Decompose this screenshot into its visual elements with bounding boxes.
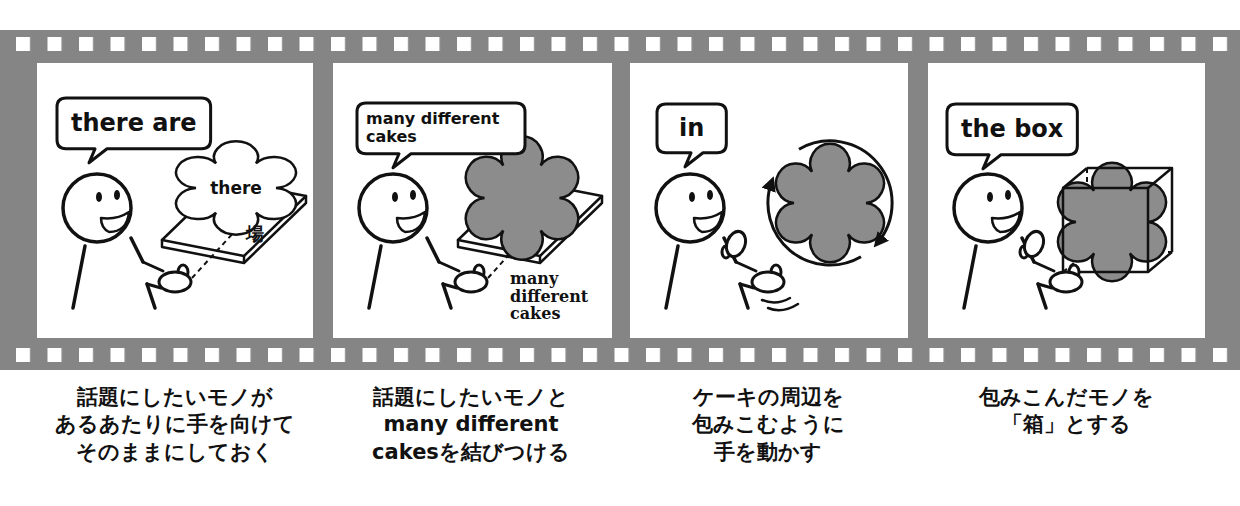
- speech-bubble: the box: [947, 104, 1077, 155]
- caption: 話題にしたいモノと many different cakesを結びつける: [351, 384, 591, 466]
- sprocket-holes: [0, 348, 1240, 362]
- stick-figure: [359, 174, 451, 308]
- bubble-text: there: [210, 178, 262, 198]
- speech-bubble: there are: [57, 98, 211, 149]
- stick-figure: [954, 174, 1046, 308]
- hand: [722, 229, 749, 260]
- cake-shape: [776, 144, 884, 262]
- sprocket-holes: [0, 37, 1240, 51]
- speech-bubble: in: [657, 104, 726, 153]
- film-frame: [928, 63, 1205, 338]
- stick-figure: [656, 174, 748, 308]
- hand: [736, 262, 784, 292]
- film-frame: [630, 63, 908, 338]
- hand: [439, 262, 487, 292]
- caption: ケーキの周辺を 包みこむように 手を動かす: [648, 384, 888, 466]
- speech-bubble: many different cakes: [357, 103, 525, 154]
- bubble-text: the box: [961, 115, 1063, 144]
- caption: 話題にしたいモノが あるあたりに手を向けて そのままにしておく: [55, 384, 295, 466]
- film-frame: [333, 63, 612, 338]
- bubble-text: many different cakes: [366, 110, 516, 147]
- thought-cloud: there: [188, 154, 284, 222]
- object-label: many different cakes: [510, 270, 594, 323]
- leader-line: [192, 230, 236, 278]
- bubble-text: in: [679, 114, 704, 143]
- rotation-arrow: [799, 141, 892, 243]
- bubble-text: there are: [71, 109, 197, 138]
- bubble-outline: [357, 103, 525, 168]
- box-wireframe: [1063, 168, 1172, 272]
- film-band: [0, 30, 1240, 370]
- cloud-outline: [176, 141, 296, 234]
- bubble-outline: [657, 104, 726, 167]
- hand: [1020, 229, 1047, 260]
- place-label: 場: [246, 224, 264, 244]
- hand: [143, 262, 191, 292]
- stick-figure: [63, 174, 155, 308]
- bubble-outline: [947, 104, 1077, 169]
- hand: [1034, 262, 1082, 292]
- bubble-outline: [57, 98, 211, 163]
- film-frame: [37, 63, 313, 338]
- cake-shape: [1058, 163, 1166, 281]
- caption: 包みこんだモノを 「箱」とする: [946, 384, 1186, 439]
- rotation-arrow: [768, 182, 861, 265]
- motion-lines: [762, 298, 798, 310]
